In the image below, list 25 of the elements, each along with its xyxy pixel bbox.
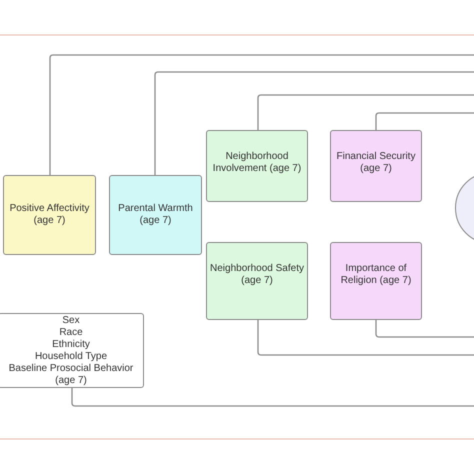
variable-label: Ethnicity (52, 338, 90, 350)
variable-box (109, 175, 202, 255)
connector-line (71, 388, 474, 407)
variable-box (0, 313, 144, 388)
variable-box (206, 242, 308, 320)
variable-label: Race (59, 326, 83, 338)
variable-box (3, 175, 96, 255)
connector-line (375, 320, 474, 338)
variable-box (206, 130, 308, 202)
variable-label: Importance of Religion (age 7) (340, 263, 412, 287)
connector-line (257, 94, 474, 130)
variable-label: Baseline Prosocial Behavior (age 7) (8, 362, 134, 386)
variable-box (330, 130, 422, 202)
variable-label: Sex (62, 314, 80, 326)
variable-label: Household Type (34, 350, 108, 362)
variable-label: Neighborhood Safety (age 7) (209, 263, 305, 287)
connector-line (49, 54, 474, 175)
variable-box (330, 242, 422, 320)
variable-label: Neighborhood Involvement (age 7) (212, 151, 302, 175)
connector-line (257, 320, 474, 356)
connector-line (375, 112, 474, 130)
variable-label: Parental Warmth (age 7) (117, 203, 194, 227)
variable-label: Positive Affectivity (age 7) (8, 203, 90, 227)
variable-label: Financial Security (age 7) (336, 151, 416, 175)
connector-line (154, 71, 474, 175)
